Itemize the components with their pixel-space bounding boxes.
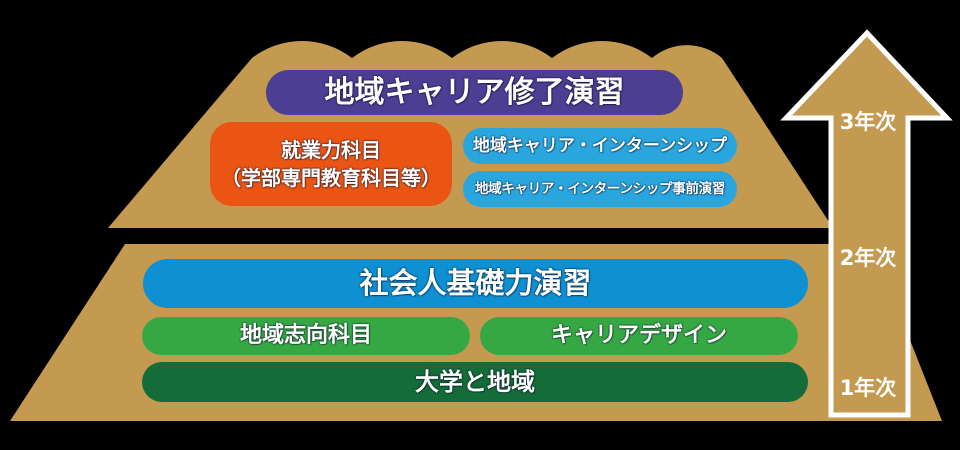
completion-seminar-label: 地域キャリア修了演習 — [324, 74, 625, 110]
box-employability-subjects: 就業力科目 （学部専門教育科目等） — [210, 122, 452, 206]
bar-university-and-region: 大学と地域 — [142, 362, 808, 402]
employability-line1: 就業力科目 — [281, 138, 381, 162]
pill-internship: 地域キャリア・インターンシップ — [463, 128, 737, 164]
pill-regional-subjects: 地域志向科目 — [142, 317, 470, 355]
internship-label: 地域キャリア・インターンシップ — [472, 135, 728, 156]
year-arrow-icon — [780, 29, 953, 418]
pill-internship-prep: 地域キャリア・インターンシップ事前演習 — [463, 171, 737, 207]
year-label-3: 3年次 — [839, 110, 897, 134]
career-design-label: キャリアデザイン — [550, 322, 727, 348]
year-label-1: 1年次 — [839, 376, 897, 400]
bar-basic-skills-seminar: 社会人基礎力演習 — [143, 259, 808, 308]
year-label-2: 2年次 — [839, 246, 897, 270]
employability-line2: （学部専門教育科目等） — [221, 166, 441, 190]
university-and-region-label: 大学と地域 — [415, 367, 535, 396]
regional-subjects-label: 地域志向科目 — [239, 322, 372, 348]
basic-skills-label: 社会人基礎力演習 — [359, 266, 592, 301]
pill-completion-seminar: 地域キャリア修了演習 — [266, 70, 683, 115]
pill-career-design: キャリアデザイン — [480, 317, 798, 355]
internship-prep-label: 地域キャリア・インターンシップ事前演習 — [474, 180, 726, 197]
